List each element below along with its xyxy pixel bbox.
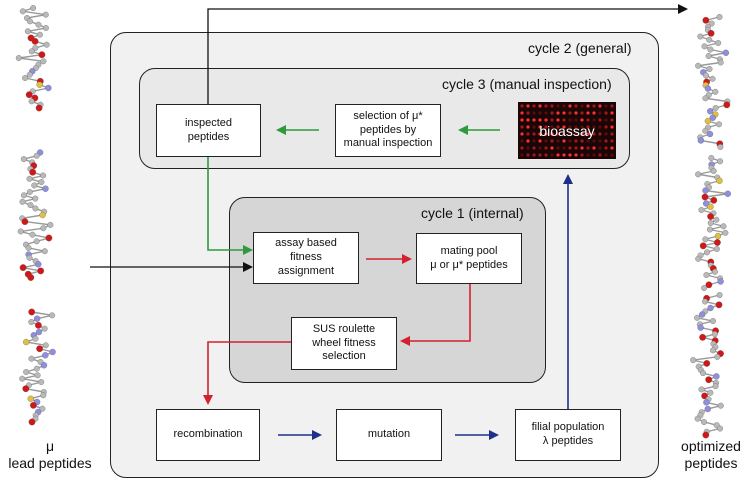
inspected-to-fitness-arrow — [207, 157, 253, 255]
cycle-1-label: cycle 1 (internal) — [421, 205, 524, 221]
cycle-2-label: cycle 2 (general) — [528, 40, 632, 56]
lead-peptides-label: μ lead peptides — [8, 438, 92, 471]
fitness-assignment-node: assay based fitness assignment — [253, 232, 359, 284]
selection-node: selection of μ* peptides by manual inspe… — [335, 104, 441, 157]
recombination-node: recombination — [156, 409, 260, 461]
peptide-molecule-icon — [695, 155, 731, 291]
peptide-molecule-icon — [19, 308, 56, 426]
bioassay-label: bioassay — [539, 122, 595, 139]
filial-population-node: filial population λ peptides — [515, 409, 621, 461]
sus-to-recombination-arrow — [203, 341, 291, 405]
microarray-image — [520, 104, 614, 157]
optimized-peptides-label: optimized peptides — [681, 438, 741, 471]
peptide-molecule-icon — [17, 149, 54, 281]
inspected-peptides-node: inspected peptides — [156, 104, 261, 157]
cycle-3-label: cycle 3 (manual inspection) — [442, 76, 612, 92]
mutation-node: mutation — [336, 409, 442, 461]
sus-selection-node: SUS roulette wheel fitness selection — [291, 317, 397, 370]
peptide-molecule-icon — [690, 292, 724, 439]
mating-pool-node: mating pool μ or μ* peptides — [416, 233, 522, 284]
mating-to-sus-arrow — [400, 284, 471, 346]
peptide-molecule-icon — [695, 14, 731, 150]
bioassay-node: bioassay — [518, 102, 616, 159]
peptide-molecule-icon — [15, 5, 52, 112]
output-arrow — [207, 4, 688, 104]
